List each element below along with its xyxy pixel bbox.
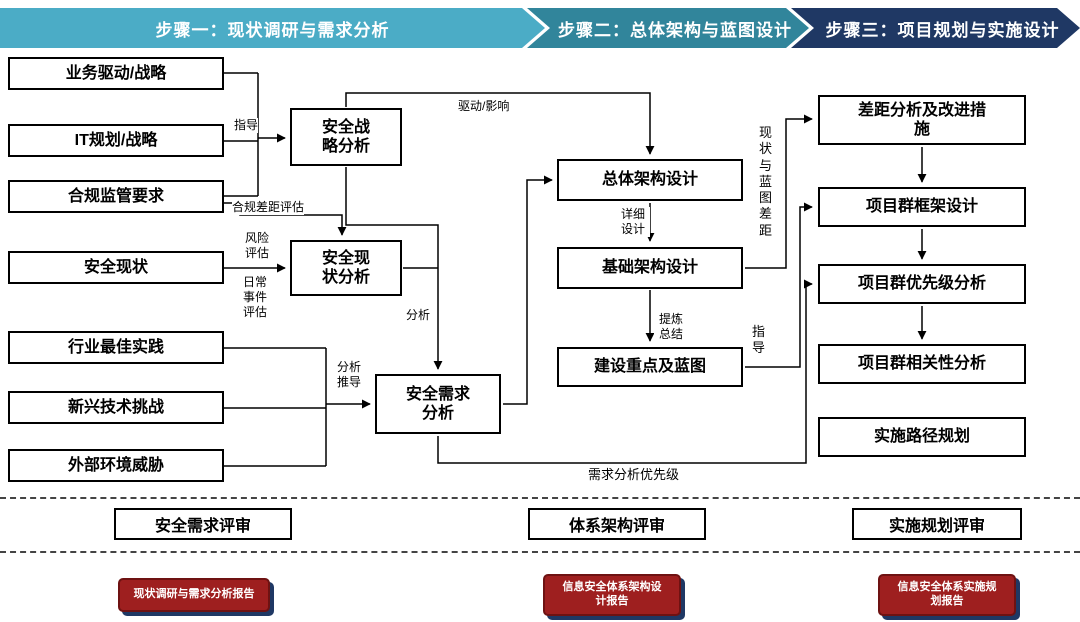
input-box-external-threat: 外部环境威胁 [8,449,224,482]
wire-strategy-to-requirements [345,167,443,370]
box-implementation-roadmap: 实施路径规划 [818,417,1026,457]
review-box-requirements-label: 安全需求评审 [154,518,251,535]
input-box-compliance: 合规监管要求 [8,180,224,213]
edge-label-risk-assess: 风险评估 [240,231,274,261]
report-box-architecture-label: 信息安全体系架构设计报告 [562,581,662,607]
input-box-external-threat-label: 外部环境威胁 [67,456,164,474]
input-box-security-status-label: 安全现状 [83,258,148,276]
box-security-strategy-analysis-label: 安全战略分析 [321,118,370,155]
edge-label-req-priority: 需求分析优先级 [588,467,680,484]
report-box-requirements-label: 现状调研与需求分析报告 [133,588,255,601]
input-box-business-driver-label: 业务驱动/战略 [65,64,167,82]
edge-label-analyze-derive: 分析推导 [332,360,366,390]
step-banner-1: 步骤一：现状调研与需求分析 [0,8,545,48]
input-box-best-practice-label: 行业最佳实践 [67,338,164,356]
report-box-implementation-label: 信息安全体系实施规划报告 [897,581,997,607]
box-implementation-roadmap-label: 实施路径规划 [873,428,970,446]
review-box-implementation: 实施规划评审 [852,508,1022,540]
review-box-implementation-label: 实施规划评审 [888,518,985,535]
box-gap-analysis: 差距分析及改进措施 [818,95,1026,145]
report-box-implementation: 信息安全体系实施规划报告 [878,574,1016,616]
edge-label-guide-1: 指导 [234,118,259,133]
box-overall-architecture-label: 总体架构设计 [601,171,698,189]
report-box-requirements: 现状调研与需求分析报告 [118,578,270,612]
input-box-best-practice: 行业最佳实践 [8,331,224,364]
edge-label-refine-summary: 提炼总结 [654,312,688,342]
box-gap-analysis-label: 差距分析及改进措施 [857,101,986,138]
box-infrastructure-design: 基础架构设计 [557,247,743,289]
box-program-framework-label: 项目群框架设计 [865,198,978,216]
wire-requirements-to-overall [503,175,553,405]
input-box-it-plan-label: IT规划/战略 [74,131,158,149]
report-box-architecture: 信息安全体系架构设计报告 [543,574,681,616]
wire-blueprint-to-framework [745,202,813,368]
edge-label-analyze: 分析 [406,308,431,323]
box-security-current-analysis: 安全现状分析 [290,240,402,296]
edge-label-guide-2: 指导 [750,324,767,357]
input-box-compliance-label: 合规监管要求 [67,187,164,205]
step-banner-3: 步骤三：项目规划与实施设计 [791,8,1080,48]
step-banner-2-label: 步骤二：总体架构与蓝图设计 [558,20,792,40]
wire-drive-influence [345,92,655,155]
review-box-architecture: 体系架构评审 [528,508,706,540]
box-program-priority-label: 项目群优先级分析 [857,275,986,293]
edge-label-detail-design: 详细设计 [616,207,650,237]
box-program-correlation: 项目群相关性分析 [818,344,1026,384]
wire-requirements-priority [437,279,813,464]
edge-label-daily-event: 日常事件评估 [238,275,272,320]
box-security-strategy-analysis: 安全战略分析 [290,108,402,166]
box-blueprint: 建设重点及蓝图 [557,347,743,387]
box-program-framework: 项目群框架设计 [818,187,1026,227]
wire-inputs-to-strategy-collector [224,72,259,197]
input-box-emerging-tech: 新兴技术挑战 [8,391,224,424]
wire-practice-collector [224,347,327,467]
box-overall-architecture: 总体架构设计 [557,159,743,201]
edge-label-gap-vertical: 现状与蓝图差距 [757,125,774,239]
input-box-it-plan: IT规划/战略 [8,124,224,157]
box-blueprint-label: 建设重点及蓝图 [593,358,706,376]
separator-dashed-top [0,497,1080,499]
box-infrastructure-design-label: 基础架构设计 [601,259,698,277]
review-box-requirements: 安全需求评审 [114,508,292,540]
input-box-business-driver: 业务驱动/战略 [8,57,224,90]
box-security-requirements-analysis: 安全需求分析 [375,374,501,434]
edge-label-drive-influence: 驱动/影响 [458,99,510,114]
box-program-correlation-label: 项目群相关性分析 [857,355,986,373]
review-box-architecture-label: 体系架构评审 [568,518,665,535]
step-banner-1-label: 步骤一：现状调研与需求分析 [155,20,390,40]
box-security-current-analysis-label: 安全现状分析 [321,249,370,286]
box-security-requirements-analysis-label: 安全需求分析 [405,385,470,422]
step-banner-2: 步骤二：总体架构与蓝图设计 [527,8,809,48]
separator-dashed-bottom [0,551,1080,553]
box-program-priority: 项目群优先级分析 [818,264,1026,304]
input-box-security-status: 安全现状 [8,251,224,284]
wire-infrastructure-to-gap-analysis [745,114,813,269]
edge-label-compliance-gap: 合规差距评估 [232,200,305,215]
step-banner-3-label: 步骤三：项目规划与实施设计 [825,20,1060,40]
input-box-emerging-tech-label: 新兴技术挑战 [67,398,164,416]
